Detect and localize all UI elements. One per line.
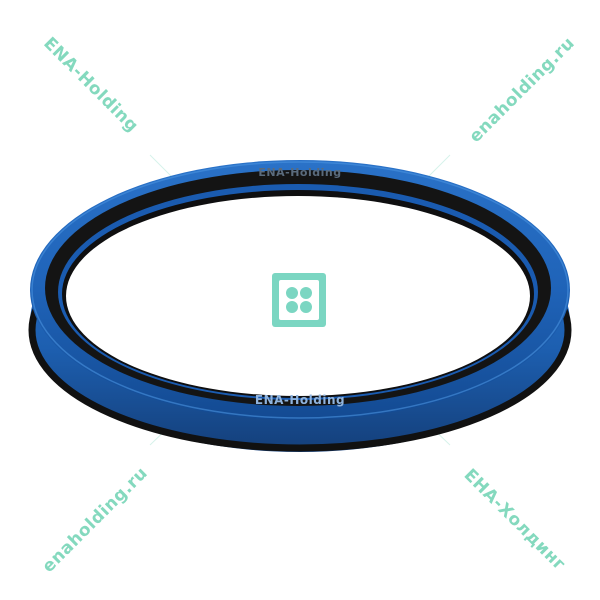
seal-label-front: ENA-Holding bbox=[255, 393, 345, 407]
four-petal-logo-icon bbox=[272, 273, 326, 327]
seal-label-top: ENA-Holding bbox=[258, 166, 341, 179]
